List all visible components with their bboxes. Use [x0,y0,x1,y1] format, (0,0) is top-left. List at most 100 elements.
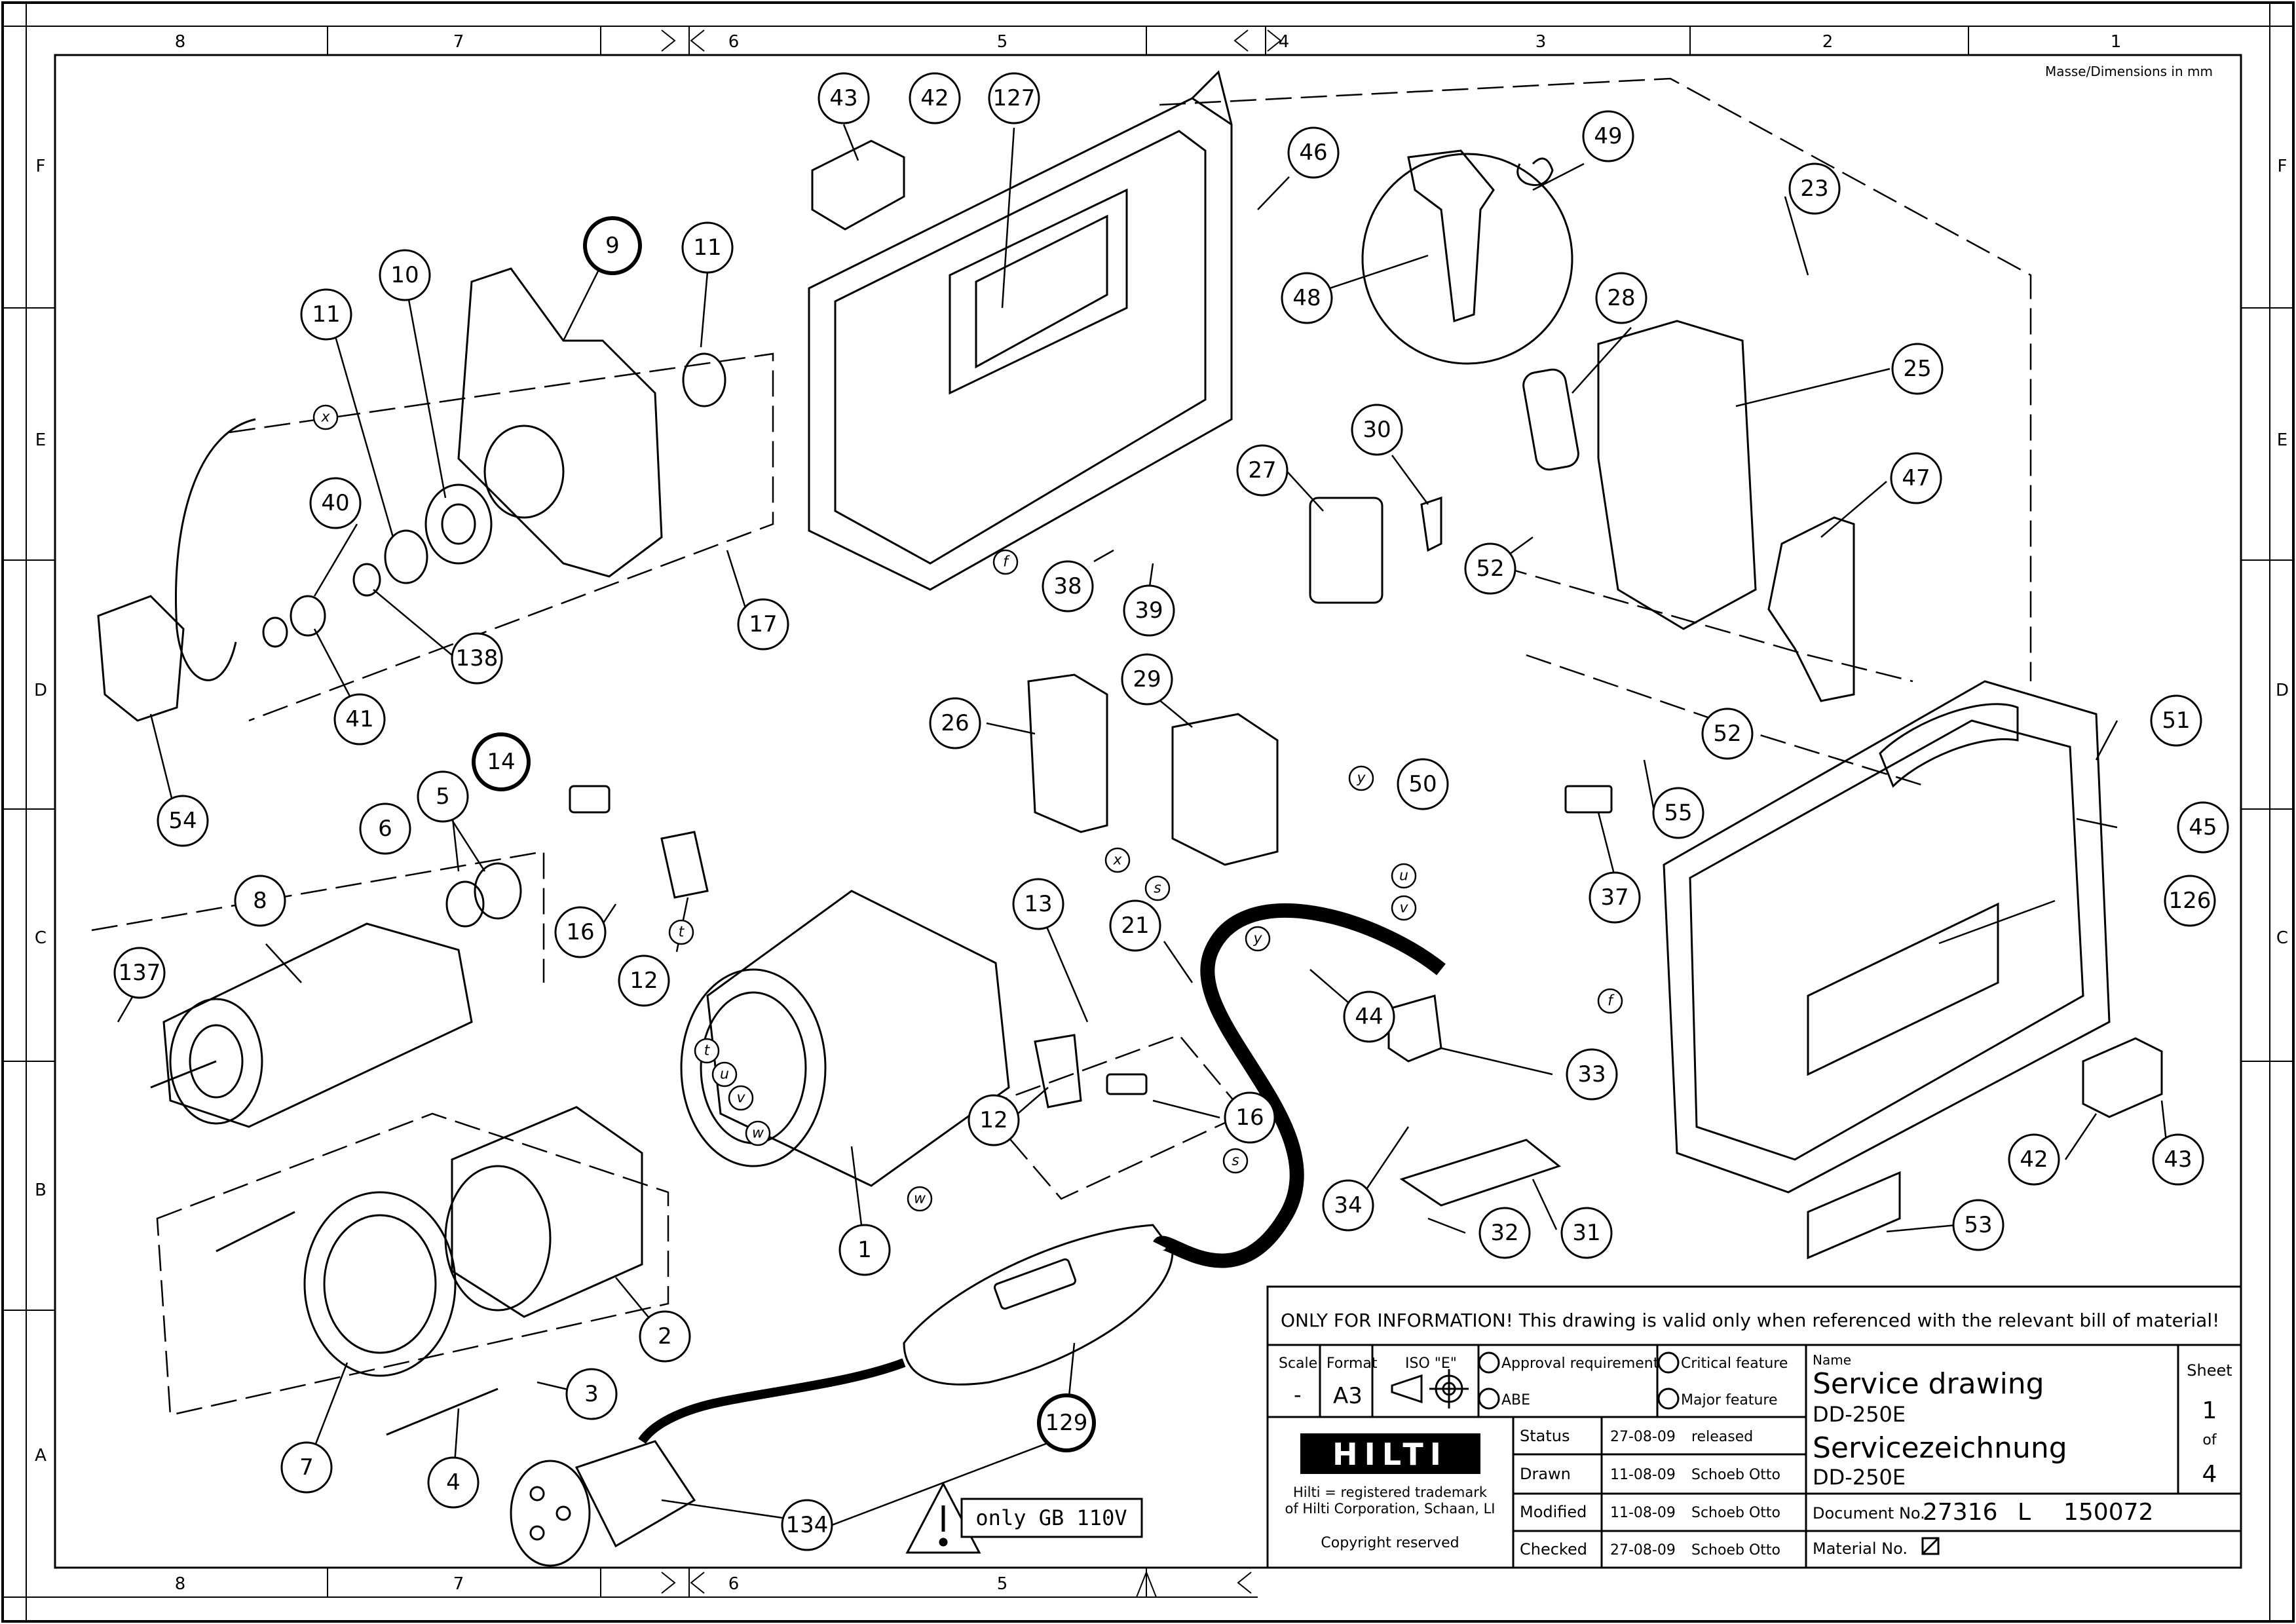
inner-frame [54,54,2242,1569]
modified-date: 11-08-09 [1610,1505,1676,1521]
grid-bottom [3,1568,1258,1598]
callout-37-text: 37 [1600,884,1628,911]
callout-23 [1788,162,1841,215]
callout-42-right [2008,1133,2060,1186]
callout-49-text: 49 [1594,123,1622,149]
part-10-bearing [424,483,493,565]
callout-42-top [909,72,961,124]
callout-39 [1123,584,1175,637]
title-block [1266,1285,2242,1569]
callouts [113,72,2229,1551]
callout-27 [1236,444,1289,497]
callout-48-text: 48 [1292,285,1321,311]
critical-feature: Critical feature [1681,1355,1788,1372]
callout-42-right-text: 42 [2020,1146,2048,1173]
wire-label-v-right: v [1399,900,1408,916]
callout-6-text: 6 [378,816,392,842]
part-42-cover-top [811,140,905,231]
callout-52-upper [1464,542,1516,595]
callout-37 [1589,871,1641,924]
callout-45-text: 45 [2189,814,2217,840]
callout-47 [1890,452,1942,504]
screw-3 [216,1211,295,1253]
callout-38-text: 38 [1053,573,1082,599]
callout-25-text: 25 [1903,356,1931,382]
wire-label-w-motor: w [752,1125,764,1142]
callout-31-text: 31 [1572,1220,1600,1246]
grid-right [2241,3,2293,1621]
callout-129 [1037,1393,1096,1452]
callout-50-text: 50 [1408,771,1437,797]
wire-label-s-mid: s [1154,880,1161,897]
status-value: released [1691,1429,1753,1445]
wire-label-v-motor: v [736,1090,745,1106]
part-40-washer [290,595,326,637]
callout-52-lower [1701,708,1754,760]
callout-1 [838,1224,891,1276]
callout-11-left [300,288,352,341]
callout-41 [333,693,386,746]
part-29-box [1171,713,1279,866]
callout-40 [309,477,362,529]
callout-50 [1397,758,1449,810]
hilti-logo: HILTI [1300,1433,1480,1474]
callout-43-right-text: 43 [2164,1146,2192,1173]
callout-26 [929,697,981,749]
callout-4 [427,1456,480,1509]
parts-artwork [91,70,2163,1567]
trademark-line1: Hilti = registered trademark [1293,1484,1488,1500]
part-25-handle-half [1597,320,1757,630]
grid-col-6-bottom: 6 [728,1574,740,1594]
callout-28-text: 28 [1607,285,1635,311]
callout-34-text: 34 [1334,1192,1362,1218]
grid-row-F-left: F [36,157,46,176]
wire-label-s-lower: s [1232,1153,1239,1169]
callout-33 [1566,1048,1618,1101]
callout-2-text: 2 [658,1323,672,1350]
part-33-clamp [1387,994,1442,1063]
part-7-ring [303,1191,457,1377]
callout-30 [1351,404,1403,456]
callout-134 [781,1499,833,1551]
document-label: Document No. [1813,1504,1925,1522]
callout-9 [583,216,642,275]
name-de: Servicezeichnung [1813,1431,2067,1465]
wire-label-x-mid: x [1112,852,1122,869]
callout-7 [280,1441,333,1494]
callout-28 [1595,272,1647,324]
callout-11-left-text: 11 [312,301,340,328]
format-value: A3 [1333,1383,1363,1409]
callout-38 [1042,560,1094,613]
name-en-model: DD-250E [1813,1402,1906,1427]
callout-43-top [818,72,870,124]
callout-43-top-text: 43 [829,85,857,111]
part-10-bearing-inner [441,503,476,545]
callout-51-text: 51 [2162,708,2190,734]
grid-col-1-top: 1 [2111,32,2122,52]
grid-left [3,3,55,1621]
callout-12-lower-text: 12 [979,1107,1007,1133]
grid-col-5-bottom: 5 [997,1574,1008,1594]
warning-text: only GB 110V [975,1505,1127,1530]
wire-label-t-motor: t [704,1043,711,1059]
drawn-date: 11-08-09 [1610,1467,1676,1483]
part-7-ring-inner [323,1214,437,1354]
checked-date: 27-08-09 [1610,1542,1676,1558]
callout-16-upper-text: 16 [566,919,594,945]
callout-53 [1952,1199,2004,1251]
callout-30-text: 30 [1363,417,1391,443]
grid-col-6-top: 6 [728,32,740,52]
wire-label-circles [312,404,1623,1212]
modified-by: Schoeb Otto [1691,1505,1780,1521]
drawn-by: Schoeb Otto [1691,1467,1780,1483]
callout-29-text: 29 [1133,666,1161,692]
callout-23-text: 23 [1800,176,1828,202]
part-37-connector [1564,785,1613,814]
sheet-number: 1 [2202,1397,2217,1424]
grid-col-7-bottom: 7 [453,1574,464,1594]
grid-col-5-top: 5 [997,32,1008,52]
wire-label-f-top: f [1003,554,1010,571]
grid-col-3-top: 3 [1535,32,1547,52]
wire-label-x-top: x [320,409,330,426]
